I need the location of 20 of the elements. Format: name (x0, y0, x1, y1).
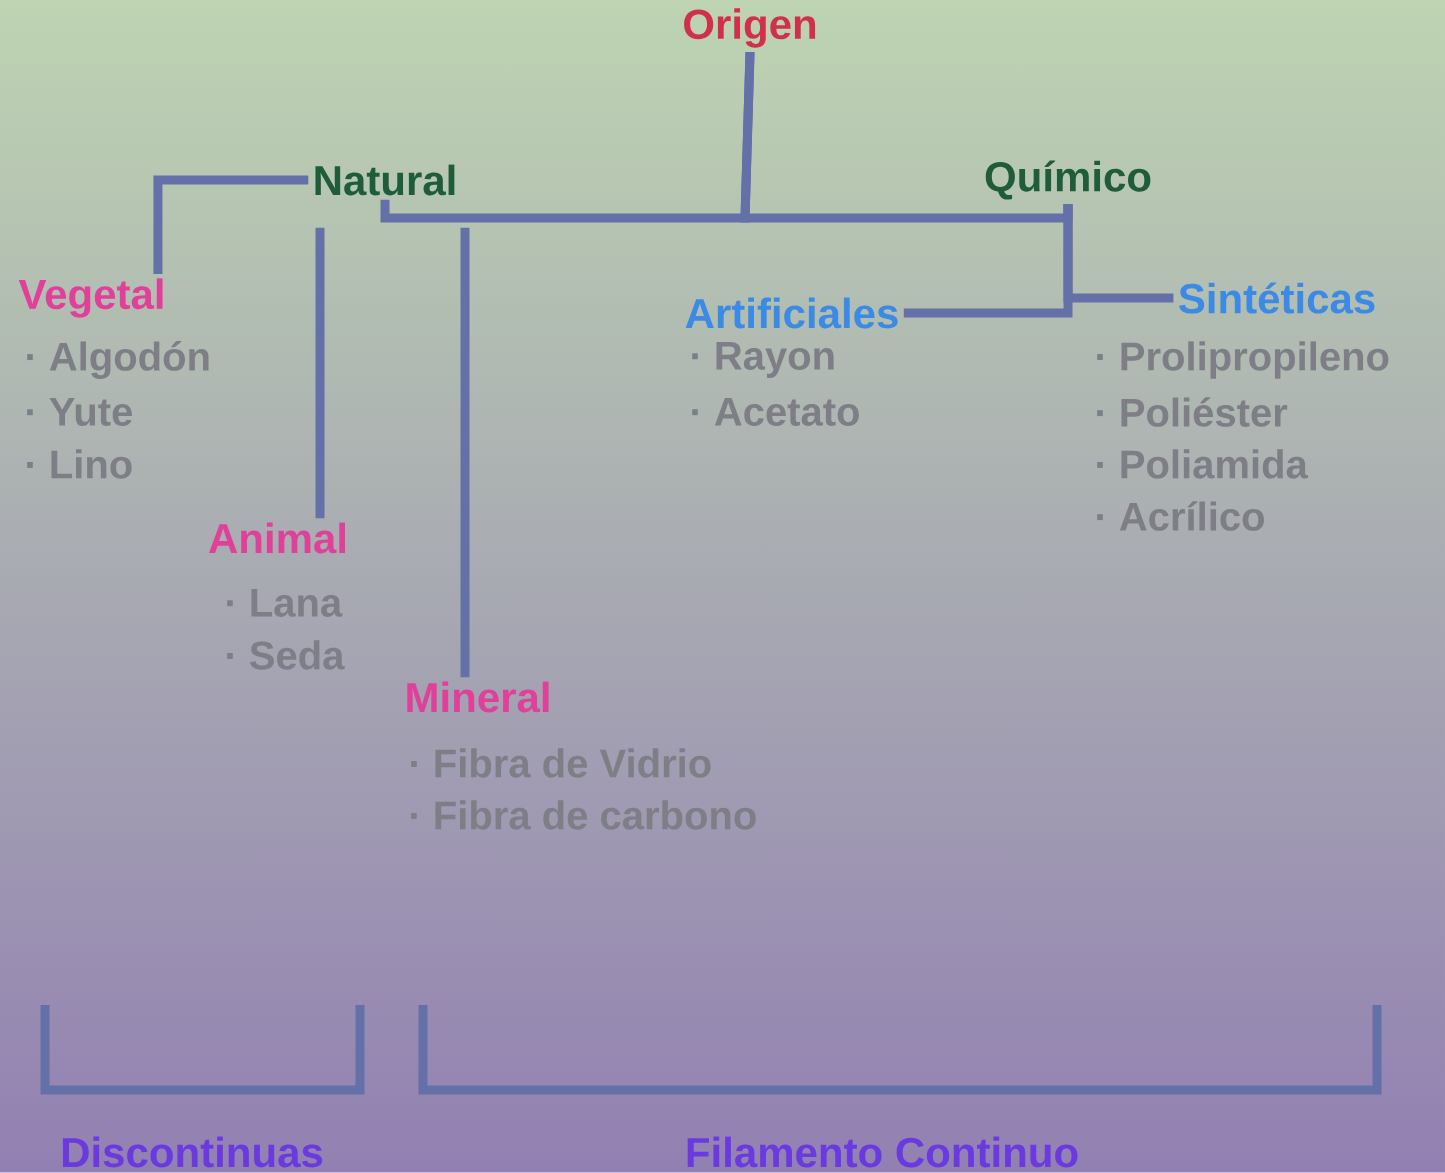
category-heading: Sintéticas (1179, 282, 1375, 314)
list-item: · Poliéster (1097, 397, 1288, 427)
category-heading: Mineral (407, 681, 549, 713)
connector (315, 227, 325, 519)
list-item: · Rayon (692, 342, 834, 378)
connector (1063, 203, 1174, 303)
list-item: · Algodón (27, 341, 209, 379)
list-item: · Acetato (692, 398, 859, 426)
connector (460, 227, 470, 678)
list-item: · Yute (27, 398, 132, 426)
category-heading: Natural (315, 164, 455, 196)
connector (153, 175, 309, 274)
list-item: · Prolipropileno (1097, 341, 1389, 379)
category-heading: Vegetal (18, 278, 163, 318)
category-heading: Químico (985, 160, 1151, 200)
category-heading: Animal (209, 522, 346, 554)
group-label: Discontinuas (62, 1136, 323, 1168)
category-heading: Artificiales (685, 297, 898, 329)
group-label: Filamento Continuo (687, 1136, 1078, 1168)
category-heading: Origen (684, 8, 816, 48)
